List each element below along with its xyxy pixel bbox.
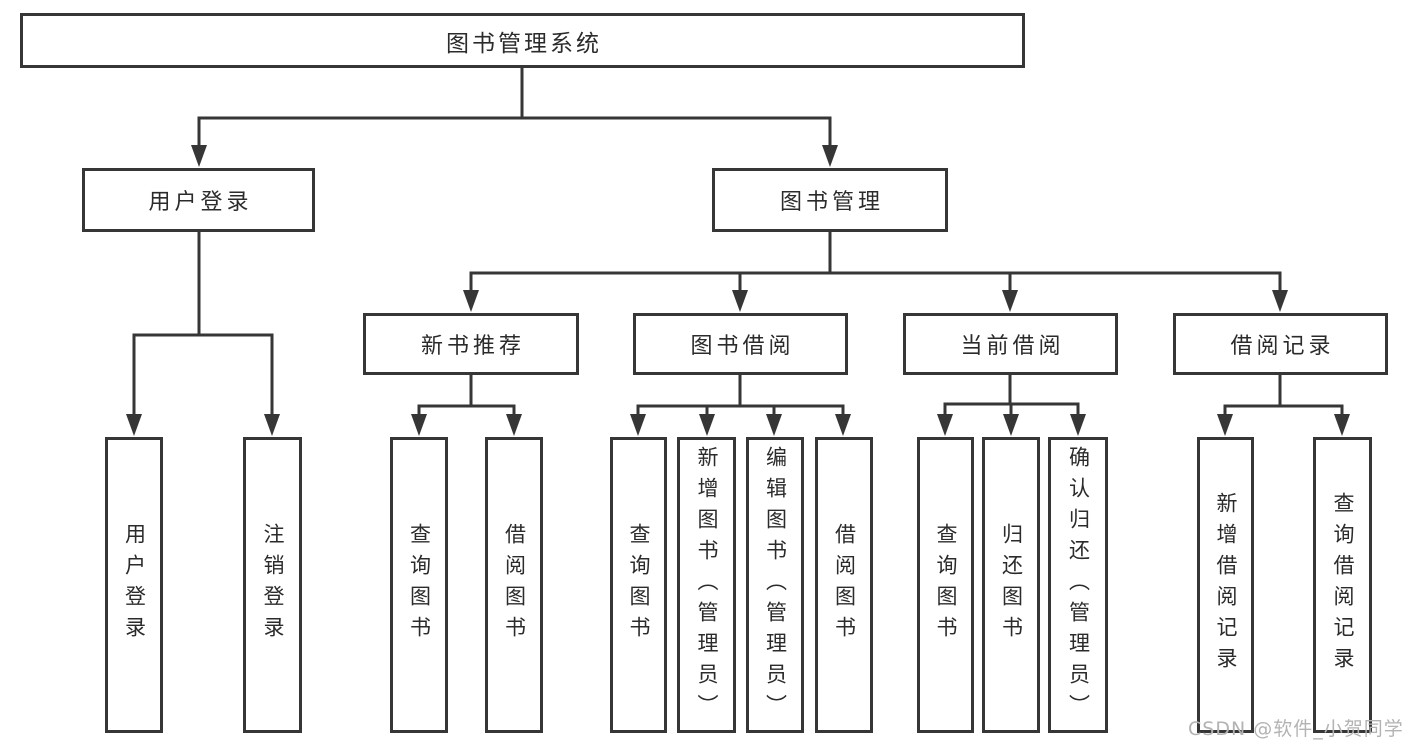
- leaf-query-books-recommend: 查询图书: [390, 437, 448, 733]
- leaf-query-books-current: 查询图书: [917, 437, 974, 733]
- node-current-borrowing: 当前借阅: [903, 313, 1118, 375]
- node-new-book-recommendation: 新书推荐: [363, 313, 579, 375]
- leaf-query-borrow-record: 查询借阅记录: [1313, 437, 1372, 733]
- leaf-borrow-books-borrowing: 借阅图书: [815, 437, 873, 733]
- leaf-user-login: 用户登录: [105, 437, 163, 733]
- node-library-management-system: 图书管理系统: [20, 13, 1025, 68]
- leaf-add-book-admin: 新增图书（管理员）: [677, 437, 736, 733]
- watermark: CSDN @软件_小贺同学: [1188, 718, 1404, 740]
- leaf-confirm-return-admin: 确认归还（管理员）: [1048, 437, 1108, 733]
- leaf-query-books-borrowing: 查询图书: [610, 437, 667, 733]
- node-book-management: 图书管理: [712, 168, 948, 232]
- leaf-logout: 注销登录: [243, 437, 302, 733]
- leaf-edit-book-admin: 编辑图书（管理员）: [746, 437, 804, 733]
- node-book-borrowing: 图书借阅: [633, 313, 848, 375]
- node-borrowing-records: 借阅记录: [1173, 313, 1388, 375]
- leaf-return-books: 归还图书: [982, 437, 1040, 733]
- node-user-login: 用户登录: [82, 168, 315, 232]
- leaf-add-borrow-record: 新增借阅记录: [1197, 437, 1254, 733]
- leaf-borrow-books-recommend: 借阅图书: [485, 437, 543, 733]
